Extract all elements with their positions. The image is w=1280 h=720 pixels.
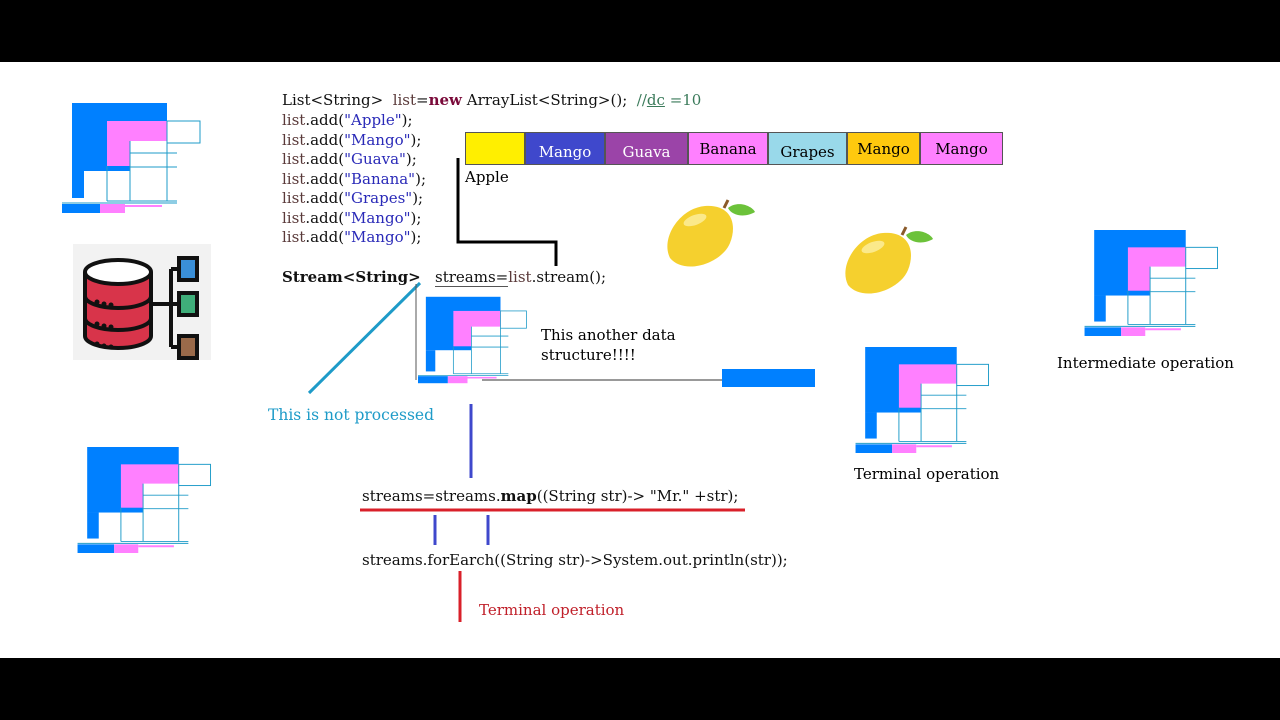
code-stream-line: Stream<String> streams=list.stream();	[282, 268, 607, 287]
code-add-line: list.add("Mango");	[282, 208, 422, 227]
apple-label: Apple	[465, 168, 509, 186]
code-add-line: list.add("Mango");	[282, 228, 422, 246]
stream-icon	[1084, 230, 1219, 336]
array-cell: Banana	[688, 132, 768, 165]
code-add-line: list.add("Apple");	[282, 111, 413, 129]
code-add-line: list.add("Guava");	[282, 150, 417, 168]
top-letterbox	[0, 0, 1280, 62]
code-add-lines: list.add("Apple");list.add("Mango");list…	[282, 111, 426, 248]
array-cell: Grapes	[768, 132, 847, 165]
intermediate-operation-label: Intermediate operation	[1057, 354, 1234, 372]
bracket-line	[456, 158, 558, 266]
stream-icon	[62, 103, 201, 213]
stream-icon	[77, 447, 212, 553]
array-cell: Mango	[920, 132, 1003, 165]
code-line-declaration: List<String> list=new ArrayList<String>(…	[282, 91, 702, 109]
code-add-line: list.add("Banana");	[282, 169, 426, 188]
code-foreach-line: streams.forEarch((String str)->System.ou…	[362, 551, 788, 569]
another-ds-label-2: structure!!!!	[541, 346, 636, 364]
array-cell: Mango	[847, 132, 920, 165]
code-map-line: streams=streams.map((String str)-> "Mr."…	[362, 487, 739, 505]
database-icon	[73, 244, 211, 360]
array-cell: Guava	[605, 132, 688, 165]
array-cell: Mango	[525, 132, 605, 165]
not-processed-label: This is not processed	[268, 406, 434, 424]
array-cell	[465, 132, 525, 165]
stream-icon	[855, 347, 990, 453]
mango-icon	[667, 199, 755, 267]
mango-icon	[845, 226, 933, 294]
terminal-operation-label: Terminal operation	[479, 601, 625, 619]
stream-icon	[418, 296, 527, 384]
another-ds-label-1: This another data	[541, 326, 676, 344]
terminal-operation-icon-label: Terminal operation	[854, 465, 1000, 483]
bottom-letterbox	[0, 658, 1280, 720]
not-processed-pointer	[307, 281, 422, 395]
code-add-line: list.add("Mango");	[282, 130, 422, 149]
code-add-line: list.add("Grapes");	[282, 189, 424, 207]
